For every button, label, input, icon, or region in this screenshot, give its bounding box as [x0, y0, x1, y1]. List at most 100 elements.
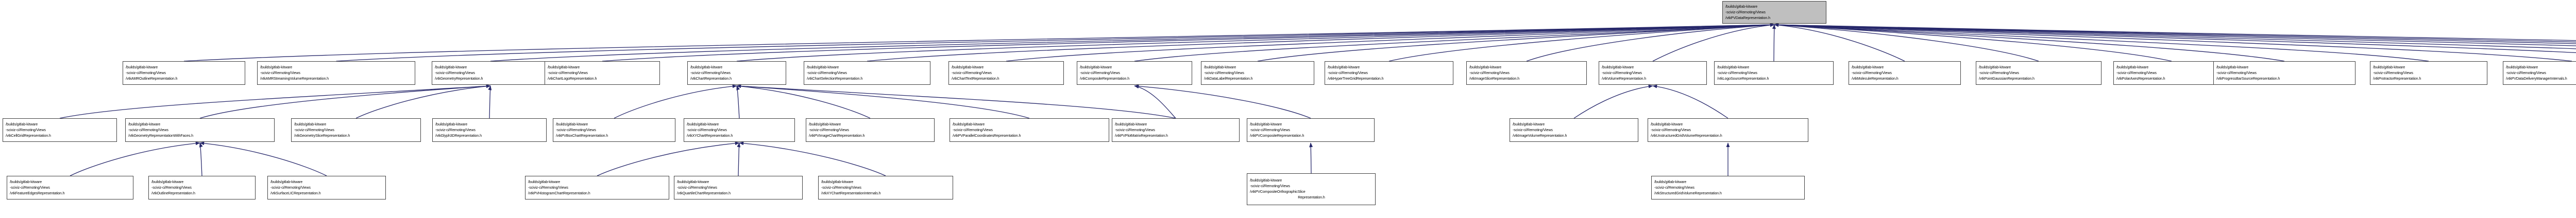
node-line-1: /builds/gitlab-kitware — [1204, 65, 1236, 69]
node-line-2: -sciviz-ci/Remoting/Views — [1717, 70, 1757, 75]
graph-node-logosource[interactable]: /builds/gitlab-kitware-sciviz-ci/Remotin… — [1714, 61, 1834, 85]
graph-node-outline[interactable]: /builds/gitlab-kitware-sciviz-ci/Remotin… — [148, 176, 256, 199]
node-line-2: -sciviz-ci/Remoting/Views — [1250, 128, 1290, 132]
node-line-2: -sciviz-ci/Remoting/Views — [2506, 70, 2546, 75]
node-line-3: /vtkImageSliceRepresentation.h — [1469, 76, 1520, 81]
node-line-1: /builds/gitlab-kitware — [809, 122, 841, 126]
graph-node-amroutline[interactable]: /builds/gitlab-kitware-sciviz-ci/Remotin… — [123, 61, 245, 85]
node-line-3: /vtkCompositeRepresentation.h — [1080, 76, 1130, 81]
graph-node-pvbox[interactable]: /builds/gitlab-kitware-sciviz-ci/Remotin… — [553, 118, 675, 142]
graph-node-root[interactable]: /builds/gitlab-kitware-sciviz-ci/Remotin… — [1722, 1, 1826, 24]
node-line-2: -sciviz-ci/Remoting/Views — [1852, 70, 1892, 75]
node-line-3: /vtkProtractorRepresentation.h — [2373, 76, 2421, 81]
node-line-1: /builds/gitlab-kitware — [1513, 122, 1545, 126]
graph-node-polaraxes[interactable]: /builds/gitlab-kitware-sciviz-ci/Remotin… — [2113, 61, 2230, 85]
graph-node-composite[interactable]: /builds/gitlab-kitware-sciviz-ci/Remotin… — [1077, 61, 1192, 85]
node-line-2: -sciviz-ci/Remoting/Views — [151, 185, 192, 190]
graph-node-chartlogo[interactable]: /builds/gitlab-kitware-sciviz-ci/Remotin… — [545, 61, 660, 85]
graph-node-pvhistogram[interactable]: /builds/gitlab-kitware-sciviz-ci/Remotin… — [525, 176, 669, 199]
node-line-3: /vtkLogoSourceRepresentation.h — [1717, 76, 1769, 81]
node-line-2: -sciviz-ci/Remoting/Views — [1654, 185, 1694, 190]
edge-chartsel-to-root — [867, 23, 1775, 62]
graph-node-datalabel[interactable]: /builds/gitlab-kitware-sciviz-ci/Remotin… — [1201, 61, 1314, 85]
node-line-3: /vtkXYChartRepresentationInternals.h — [821, 191, 881, 195]
node-line-3: /vtkImageVolumeRepresentation.h — [1513, 133, 1567, 138]
node-line-1: /builds/gitlab-kitware — [1080, 65, 1112, 69]
node-line-3: /vtkMoleculeRepresentation.h — [1852, 76, 1899, 81]
node-line-3: /vtkChartLogoRepresentation.h — [548, 76, 597, 81]
node-line-3: /vtkGeometryRepresentationWithFaces.h — [128, 133, 194, 138]
edge-cellgrid-to-geometry — [59, 84, 491, 119]
graph-node-protractor[interactable]: /builds/gitlab-kitware-sciviz-ci/Remotin… — [2370, 61, 2487, 85]
graph-node-pvimagechart[interactable]: /builds/gitlab-kitware-sciviz-ci/Remotin… — [806, 118, 935, 142]
graph-node-surfacelic[interactable]: /builds/gitlab-kitware-sciviz-ci/Remotin… — [267, 176, 386, 199]
node-line-1: /builds/gitlab-kitware — [807, 65, 839, 69]
node-line-1: /builds/gitlab-kitware — [6, 122, 38, 126]
graph-node-imageslice[interactable]: /builds/gitlab-kitware-sciviz-ci/Remotin… — [1466, 61, 1587, 85]
node-line-1: /builds/gitlab-kitware — [1717, 65, 1750, 69]
graph-node-ugridvolume[interactable]: /builds/gitlab-kitware-sciviz-ci/Remotin… — [1648, 118, 1808, 142]
edge-pvhistogram-to-xychart — [597, 141, 740, 176]
graph-node-molecule[interactable]: /builds/gitlab-kitware-sciviz-ci/Remotin… — [1849, 61, 1961, 85]
edge-xyinternals-to-xychart — [739, 141, 886, 176]
node-line-2: -sciviz-ci/Remoting/Views — [294, 128, 334, 132]
graph-node-sgridvolume[interactable]: /builds/gitlab-kitware-sciviz-ci/Remotin… — [1651, 176, 1805, 199]
node-line-1: /builds/gitlab-kitware — [952, 65, 984, 69]
graph-node-pvparcoord[interactable]: /builds/gitlab-kitware-sciviz-ci/Remotin… — [950, 118, 1109, 142]
edge-pvcomposite-to-composite — [1134, 84, 1311, 119]
node-line-3: /vtkGlyph3DRepresentation.h — [435, 133, 482, 138]
node-line-3: /vtkAMROutlineRepresentation.h — [126, 76, 178, 81]
node-line-2: -sciviz-ci/Remoting/Views — [556, 128, 596, 132]
graph-node-chartsel[interactable]: /builds/gitlab-kitware-sciviz-ci/Remotin… — [804, 61, 930, 85]
graph-node-quartile[interactable]: /builds/gitlab-kitware-sciviz-ci/Remotin… — [674, 176, 803, 199]
node-line-2: -sciviz-ci/Remoting/Views — [6, 128, 46, 132]
node-line-1: /builds/gitlab-kitware — [2373, 65, 2405, 69]
graph-node-geomwithfaces[interactable]: /builds/gitlab-kitware-sciviz-ci/Remotin… — [125, 118, 275, 142]
graph-node-pointgauss[interactable]: /builds/gitlab-kitware-sciviz-ci/Remotin… — [1976, 61, 2102, 85]
edge-pvbox-to-chartrep — [614, 84, 737, 119]
edge-imagevolume-to-volume — [1573, 84, 1653, 119]
node-line-2: -sciviz-ci/Remoting/Views — [1204, 70, 1244, 75]
node-line-2: -sciviz-ci/Remoting/Views — [1979, 70, 2019, 75]
node-line-2: -sciviz-ci/Remoting/Views — [1328, 70, 1368, 75]
graph-node-geometry[interactable]: /builds/gitlab-kitware-sciviz-ci/Remotin… — [432, 61, 549, 85]
graph-node-pvplotmatrix[interactable]: /builds/gitlab-kitware-sciviz-ci/Remotin… — [1112, 118, 1240, 142]
node-line-1: /builds/gitlab-kitware — [1654, 179, 1687, 184]
node-line-3: /vtkGeometrySliceRepresentation.h — [294, 133, 350, 138]
edge-rulersource-to-root — [1774, 23, 2576, 49]
graph-node-xyinternals[interactable]: /builds/gitlab-kitware-sciviz-ci/Remotin… — [818, 176, 953, 199]
edge-composite-to-root — [1134, 23, 1775, 62]
graph-node-pvcomposite[interactable]: /builds/gitlab-kitware-sciviz-ci/Remotin… — [1247, 118, 1375, 142]
edge-geometry-to-root — [490, 23, 1775, 62]
graph-node-imagevolume[interactable]: /builds/gitlab-kitware-sciviz-ci/Remotin… — [1510, 118, 1638, 142]
node-line-1: /builds/gitlab-kitware — [953, 122, 985, 126]
node-line-3: /vtkHyperTreeGridRepresentation.h — [1328, 76, 1384, 81]
graph-node-xychart[interactable]: /builds/gitlab-kitware-sciviz-ci/Remotin… — [684, 118, 795, 142]
node-line-1: /builds/gitlab-kitware — [1852, 65, 1884, 69]
edge-charttext-to-root — [1006, 23, 1775, 62]
graph-node-chartrep[interactable]: /builds/gitlab-kitware-sciviz-ci/Remotin… — [687, 61, 786, 85]
node-line-1: /builds/gitlab-kitware — [2506, 65, 2538, 69]
edge-amroutline-to-root — [183, 23, 1775, 62]
node-line-3: /vtkChartSelectionRepresentation.h — [807, 76, 863, 81]
edge-pvgridaxes3d-to-root — [1774, 23, 2576, 53]
graph-node-amrstream[interactable]: /builds/gitlab-kitware-sciviz-ci/Remotin… — [257, 61, 415, 85]
node-line-1: /builds/gitlab-kitware — [126, 65, 158, 69]
graph-node-charttext[interactable]: /builds/gitlab-kitware-sciviz-ci/Remotin… — [948, 61, 1064, 85]
graph-node-cellgrid[interactable]: /builds/gitlab-kitware -sciviz-ci/Remotin… — [3, 118, 117, 142]
graph-node-glyph3d[interactable]: /builds/gitlab-kitware-sciviz-ci/Remotin… — [432, 118, 547, 142]
graph-node-htg[interactable]: /builds/gitlab-kitware-sciviz-ci/Remotin… — [1325, 61, 1453, 85]
graph-node-progressbar[interactable]: /builds/gitlab-kitware-sciviz-ci/Remotin… — [2213, 61, 2355, 85]
edge-imageslice-to-root — [1526, 23, 1775, 62]
graph-node-volume[interactable]: /builds/gitlab-kitware-sciviz-ci/Remotin… — [1599, 61, 1707, 85]
graph-node-geomslice[interactable]: /builds/gitlab-kitware-sciviz-ci/Remotin… — [291, 118, 421, 142]
edge-spreadsheet-to-root — [1774, 23, 2576, 44]
node-line-2: -sciviz-ci/Remoting/Views — [10, 185, 50, 190]
edge-chartrep-to-root — [736, 23, 1775, 62]
graph-node-featureedges[interactable]: /builds/gitlab-kitware-sciviz-ci/Remotin… — [7, 176, 133, 199]
graph-node-pvcompositeortho[interactable]: /builds/gitlab-kitware-sciviz-ci/Remotin… — [1247, 173, 1376, 205]
node-line-1: /builds/gitlab-kitware — [2116, 65, 2149, 69]
edge-outline-to-geomwithfaces — [199, 142, 203, 176]
node-line-3: /vtkCellGridRepresentation.h — [6, 133, 51, 138]
graph-node-pvdatadelivery[interactable]: /builds/gitlab-kitware-sciviz-ci/Remotin… — [2503, 61, 2576, 85]
